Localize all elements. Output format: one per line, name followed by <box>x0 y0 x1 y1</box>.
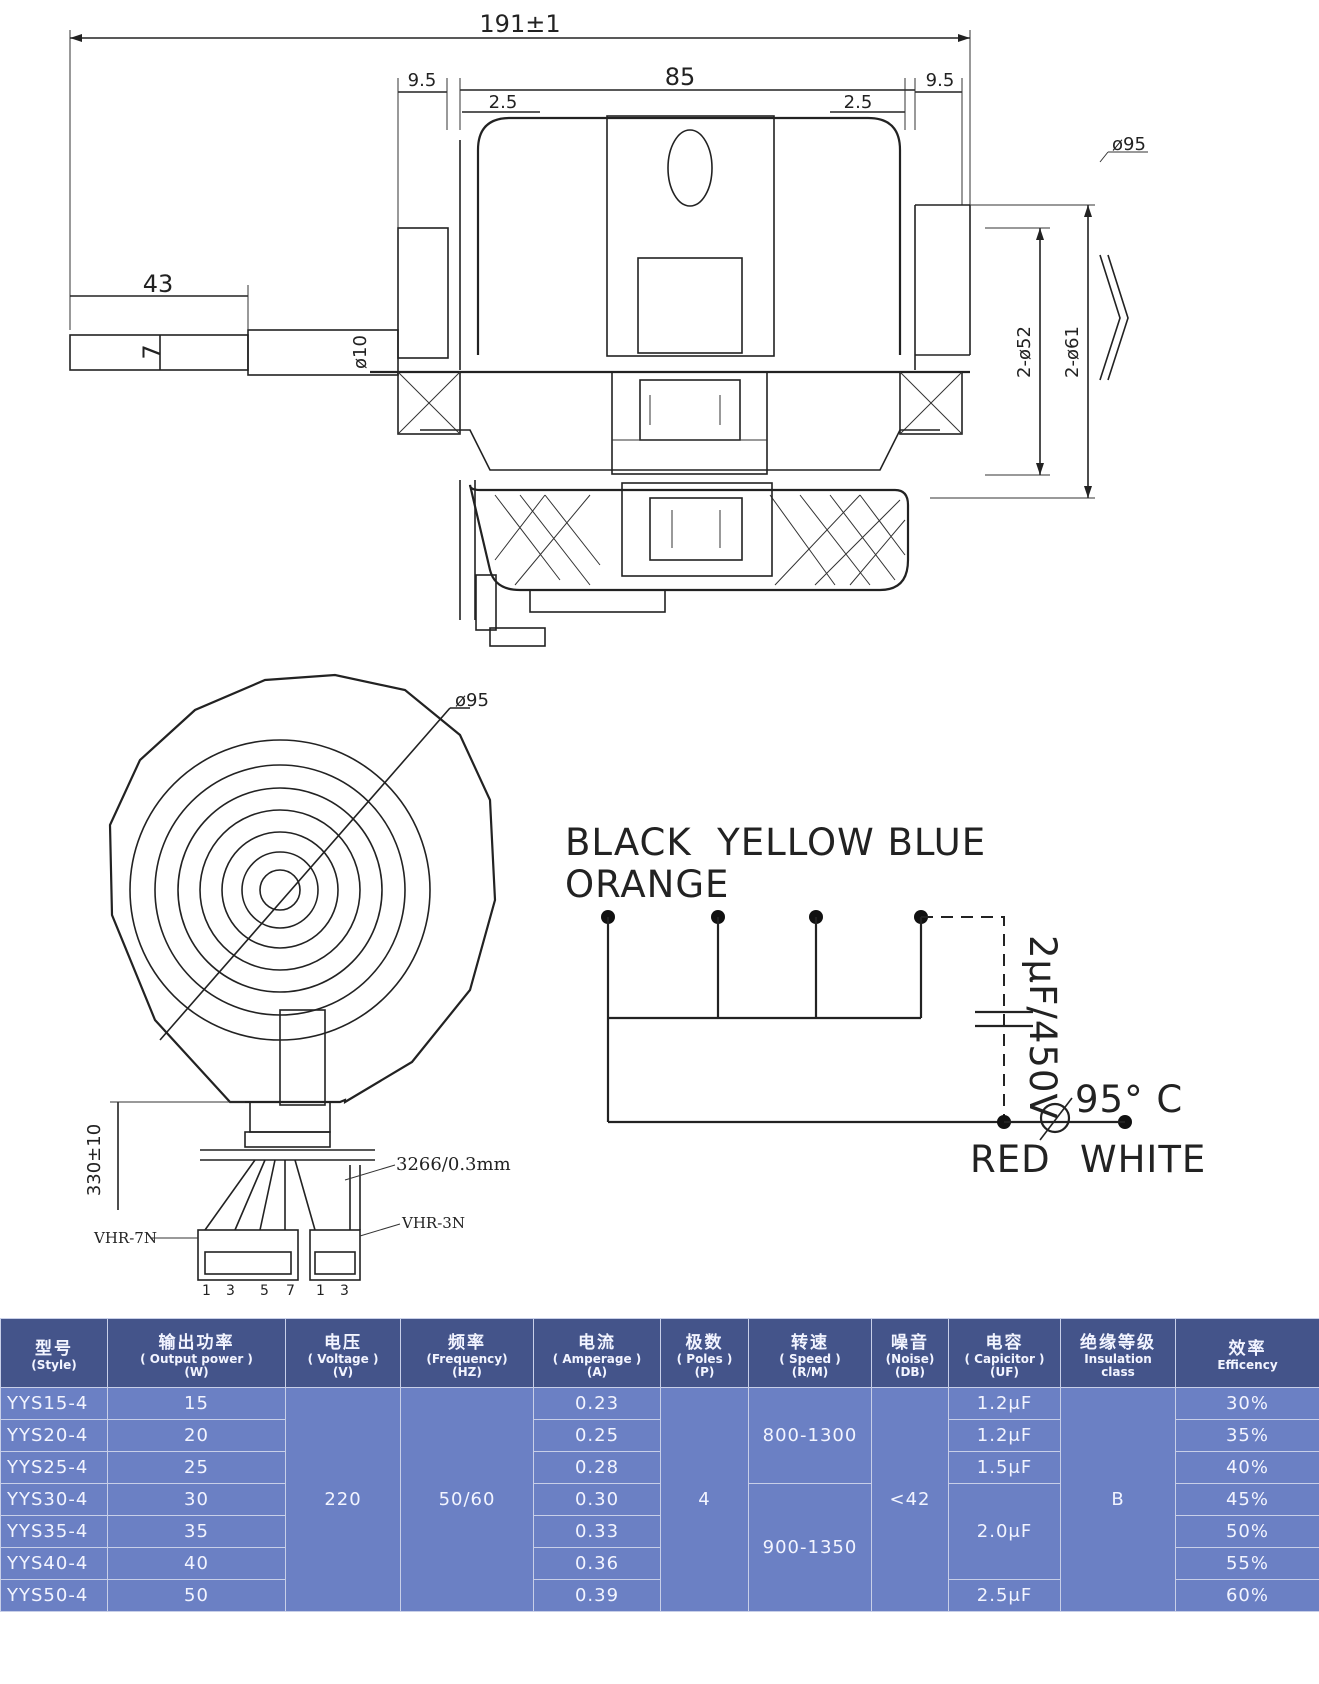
cell-capacitor: 1.2μF <box>948 1419 1061 1452</box>
wire-white-label: WHITE <box>1080 1138 1206 1181</box>
cell-amperage: 0.36 <box>533 1547 661 1580</box>
cell-amperage: 0.39 <box>533 1579 661 1612</box>
cell-voltage: 220 <box>285 1387 401 1612</box>
cell-speed: 900-1350 <box>748 1483 872 1612</box>
cell-efficiency: 30% <box>1175 1387 1319 1420</box>
header-style: 型号(Style) <box>0 1318 108 1388</box>
cell-efficiency: 35% <box>1175 1419 1319 1452</box>
cell-power: 20 <box>107 1419 286 1452</box>
cell-efficiency: 60% <box>1175 1579 1319 1612</box>
pin-7-5: 5 <box>260 1283 269 1299</box>
table-header-row: 型号(Style) 输出功率( Output power ) (W) 电压( V… <box>0 1318 1319 1388</box>
cell-amperage: 0.25 <box>533 1419 661 1452</box>
cell-style: YYS20-4 <box>0 1419 108 1452</box>
pin-3-1: 1 <box>316 1283 325 1299</box>
dim-offset-right: 9.5 <box>926 70 955 91</box>
cell-frequency: 50/60 <box>400 1387 534 1612</box>
connector-3-label: VHR-3N <box>401 1214 465 1232</box>
dim-outer-diameter: 2-ø61 <box>1062 326 1083 378</box>
motor-drawing: 191±1 85 9.5 9.5 2.5 2.5 ø95 <box>69 10 1206 1299</box>
table-row: YYS30-4 30 0.30 900-1350 2.0μF 45% <box>0 1483 1319 1612</box>
cell-amperage: 0.28 <box>533 1451 661 1484</box>
dim-shaft-flat: 7 <box>138 344 166 359</box>
dim-shaft-diameter: ø10 <box>350 335 371 369</box>
table-row: YYS50-4 50 0.39 2.5μF 60% <box>0 1579 1319 1612</box>
cell-style: YYS15-4 <box>0 1387 108 1420</box>
cell-insulation: B <box>1060 1387 1176 1612</box>
dim-gap-left: 2.5 <box>489 92 518 113</box>
cell-capacitor: 2.5μF <box>948 1579 1061 1612</box>
dim-overall-length: 191±1 <box>479 10 560 38</box>
table-row: YYS20-4 20 0.25 1.2μF 35% <box>0 1419 1319 1452</box>
dim-lead-length: 330±10 <box>84 1124 105 1196</box>
header-noise: 噪音(Noise) (DB) <box>871 1318 949 1388</box>
cell-style: YYS40-4 <box>0 1547 108 1580</box>
cell-efficiency: 40% <box>1175 1451 1319 1484</box>
pin-3-3: 3 <box>340 1283 349 1299</box>
pin-7-3: 3 <box>226 1283 235 1299</box>
table-row: YYS15-4 15 220 50/60 0.23 4 800-1300 <42… <box>0 1387 1319 1612</box>
header-frequency: 频率(Frequency) (HZ) <box>400 1318 534 1388</box>
cell-capacitor: 1.5μF <box>948 1451 1061 1484</box>
cell-power: 40 <box>107 1547 286 1580</box>
cell-style: YYS30-4 <box>0 1483 108 1516</box>
dim-body-width: 85 <box>665 63 696 91</box>
table-row: YYS40-4 40 0.36 55% <box>0 1547 1319 1580</box>
cell-efficiency: 50% <box>1175 1515 1319 1548</box>
wire-red-label: RED <box>970 1138 1051 1181</box>
cell-power: 30 <box>107 1483 286 1516</box>
dim-inner-diameter: 2-ø52 <box>1014 326 1035 378</box>
wire-spec-label: 3266/0.3mm <box>396 1154 511 1175</box>
cell-power: 15 <box>107 1387 286 1420</box>
pin-7-7: 7 <box>286 1283 295 1299</box>
cell-amperage: 0.23 <box>533 1387 661 1420</box>
header-capacitor: 电容( Capicitor ) (UF) <box>948 1318 1061 1388</box>
cell-power: 50 <box>107 1579 286 1612</box>
header-voltage: 电压( Voltage ) (V) <box>285 1318 401 1388</box>
side-view: 191±1 85 9.5 9.5 2.5 2.5 ø95 <box>69 10 1148 647</box>
spec-table: 型号(Style) 输出功率( Output power ) (W) 电压( V… <box>0 1318 1319 1612</box>
header-output-power: 输出功率( Output power ) (W) <box>107 1318 286 1388</box>
wire-colors-line2: ORANGE <box>565 863 729 906</box>
dim-body-diameter-top: ø95 <box>1112 134 1146 155</box>
cell-capacitor: 2.0μF <box>948 1483 1061 1580</box>
cell-style: YYS25-4 <box>0 1451 108 1484</box>
wire-colors-line1: BLACK YELLOW BLUE <box>565 821 986 864</box>
front-view: ø95 330±10 3266/0.3mm VHR-7N 1 3 5 7 VHR… <box>84 673 511 1299</box>
cell-power: 25 <box>107 1451 286 1484</box>
header-speed: 转速( Speed ) (R/M) <box>748 1318 872 1388</box>
cell-noise: <42 <box>871 1387 949 1612</box>
wiring-diagram: BLACK YELLOW BLUE ORANGE 2μF/450V 95° C … <box>565 821 1206 1181</box>
cell-amperage: 0.30 <box>533 1483 661 1516</box>
cell-power: 35 <box>107 1515 286 1548</box>
cell-amperage: 0.33 <box>533 1515 661 1548</box>
cell-style: YYS35-4 <box>0 1515 108 1548</box>
dim-shaft-length: 43 <box>143 270 174 298</box>
cell-efficiency: 45% <box>1175 1483 1319 1516</box>
cell-style: YYS50-4 <box>0 1579 108 1612</box>
pin-7-1: 1 <box>202 1283 211 1299</box>
thermal-protector-label: 95° C <box>1075 1078 1183 1121</box>
header-amperage: 电流( Amperage ) (A) <box>533 1318 661 1388</box>
cell-efficiency: 55% <box>1175 1547 1319 1580</box>
dim-gap-right: 2.5 <box>844 92 873 113</box>
cell-speed: 800-1300 <box>748 1387 872 1484</box>
cell-poles: 4 <box>660 1387 749 1612</box>
header-poles: 极数( Poles ) (P) <box>660 1318 749 1388</box>
table-row: YYS25-4 25 0.28 1.5μF 40% <box>0 1451 1319 1484</box>
dim-offset-left: 9.5 <box>408 70 437 91</box>
cell-capacitor: 1.2μF <box>948 1387 1061 1420</box>
connector-7-label: VHR-7N <box>93 1229 157 1247</box>
dim-body-diameter-front: ø95 <box>455 690 489 711</box>
capacitor-label: 2μF/450V <box>1021 935 1064 1120</box>
